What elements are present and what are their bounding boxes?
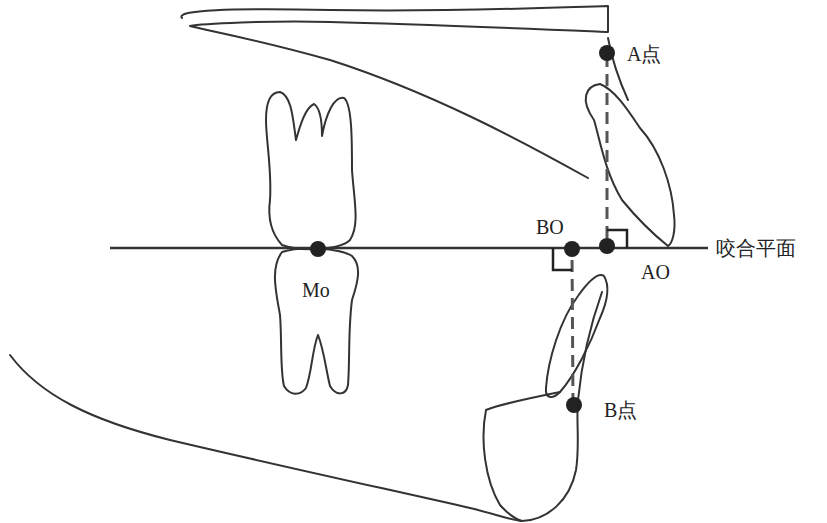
upper-incisor (586, 84, 675, 246)
point-label: AO (641, 262, 670, 282)
mandible-outline (10, 292, 602, 521)
point-dot (599, 238, 615, 254)
occlusal-plane-line (110, 247, 708, 250)
upper-molar (266, 92, 356, 249)
skull-outline (181, 6, 608, 178)
a-perpendicular (606, 55, 609, 246)
point-label: Mo (302, 280, 330, 300)
mandible-symphysis (484, 392, 560, 521)
point-label: 咬合平面 (716, 238, 796, 258)
lower-molar (275, 249, 358, 394)
point-dot (564, 241, 580, 257)
point-dot (599, 45, 615, 61)
b-perpendicular (572, 250, 573, 405)
point-label: BO (536, 217, 564, 237)
point-dot (566, 397, 582, 413)
point-dot (310, 241, 326, 257)
point-label: B点 (604, 400, 637, 420)
lower-incisor (546, 275, 608, 397)
point-label: A点 (627, 44, 661, 64)
